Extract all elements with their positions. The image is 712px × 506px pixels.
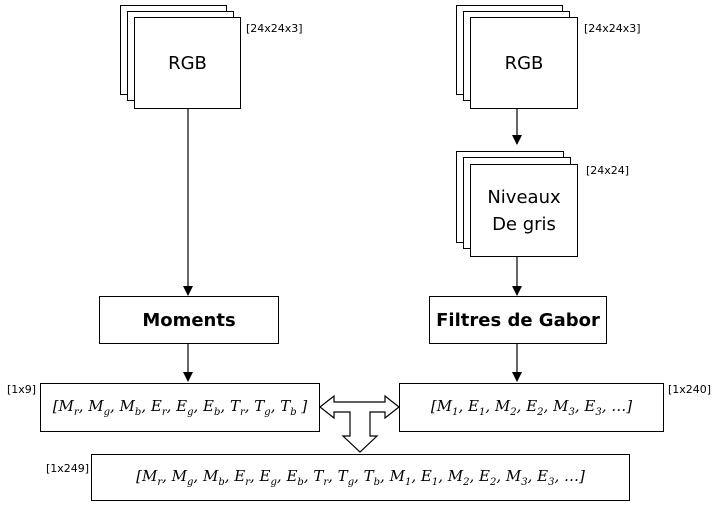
merged-vector-formula: [Mr, Mg, Mb, Er, Eg, Eb, Tr, Tg, Tb, M1,…	[136, 467, 585, 488]
left-vector-formula: [Mr, Mg, Mb, Er, Eg, Eb, Tr, Tg, Tb ]	[52, 397, 308, 418]
gray-box: Niveaux De gris	[470, 164, 578, 257]
left-vector-dim: [1x9]	[7, 383, 37, 396]
gray-dim: [24x24]	[586, 164, 630, 177]
moments-box: Moments	[99, 296, 279, 344]
right-rgb-box: RGB	[470, 17, 578, 109]
merged-vector-dim: [1x249]	[46, 462, 90, 475]
right-vector-formula: [M1, E1, M2, E2, M3, E3, …]	[430, 397, 633, 418]
left-rgb-box: RGB	[134, 17, 241, 109]
right-vector-dim: [1x240]	[668, 383, 712, 396]
merged-vector-box: [Mr, Mg, Mb, Er, Eg, Eb, Tr, Tg, Tb, M1,…	[91, 454, 630, 501]
left-rgb-dim: [24x24x3]	[246, 22, 303, 35]
merge-arrow	[319, 394, 400, 453]
moments-label: Moments	[142, 309, 236, 331]
left-vector-box: [Mr, Mg, Mb, Er, Eg, Eb, Tr, Tg, Tb ]	[40, 383, 320, 432]
gray-label-line2: De gris	[492, 213, 556, 235]
gabor-box: Filtres de Gabor	[429, 296, 607, 344]
left-rgb-label: RGB	[168, 52, 207, 74]
right-vector-box: [M1, E1, M2, E2, M3, E3, …]	[399, 383, 664, 432]
right-rgb-label: RGB	[504, 52, 544, 74]
gabor-label: Filtres de Gabor	[436, 309, 600, 331]
right-rgb-dim: [24x24x3]	[584, 22, 641, 35]
gray-label-line1: Niveaux	[487, 186, 561, 208]
